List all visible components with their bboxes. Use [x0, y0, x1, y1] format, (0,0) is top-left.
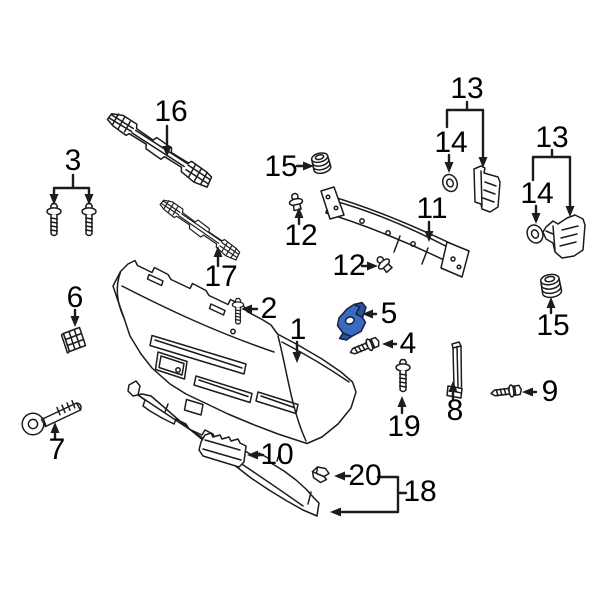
part-19-bolt: [395, 358, 411, 393]
callout-label-5: 5: [380, 297, 398, 330]
callout-label-13-right: 13: [535, 121, 569, 154]
callout-label-17: 17: [204, 260, 238, 293]
callout-label-6: 6: [66, 281, 84, 314]
callout-label-20: 20: [348, 459, 382, 492]
callout-label-11: 11: [416, 192, 448, 225]
callout-label-15-top: 15: [264, 150, 298, 183]
part-10-license-bracket: [198, 432, 247, 468]
part-9-bolt: [489, 383, 523, 401]
callout-label-15-right: 15: [536, 309, 570, 342]
part-15-grommet-right: [540, 273, 563, 299]
callout-label-14-left: 14: [434, 126, 468, 159]
callout-label-2: 2: [260, 292, 278, 325]
callout-label-7: 7: [48, 433, 66, 466]
callout-label-4: 4: [399, 327, 417, 360]
part-6-retainer-grid: [60, 326, 87, 354]
callout-arrows: [49, 100, 575, 517]
callout-label-18: 18: [403, 475, 437, 508]
callout-label-12-left: 12: [284, 219, 318, 252]
callout-label-16: 16: [154, 95, 188, 128]
part-13-bracket-right: [542, 214, 586, 259]
callout-label-10: 10: [260, 438, 294, 471]
part-14-grommet-left: [441, 173, 459, 193]
callout-label-8: 8: [446, 394, 464, 427]
part-13-bracket-left: [473, 165, 501, 213]
callout-label-19: 19: [387, 410, 421, 443]
callout-label-1: 1: [289, 313, 307, 346]
callout-label-13-left: 13: [450, 72, 484, 105]
part-7-tow-hook: [21, 399, 82, 436]
part-11-bumper-reinforcement: [320, 186, 470, 278]
part-14-grommet-right: [526, 224, 544, 244]
callout-label-12-right: 12: [332, 249, 366, 282]
part-12-clip-left: [288, 192, 304, 212]
callout-label-14-right: 14: [520, 177, 554, 210]
part-12-clip-right: [376, 256, 393, 274]
callout-label-3: 3: [64, 144, 82, 177]
part-20-clip: [311, 466, 330, 484]
part-3-bolts: [46, 202, 97, 237]
callout-label-9: 9: [541, 375, 559, 408]
part-5-side-bracket-highlighted: [336, 301, 367, 341]
part-17-energy-absorber: [154, 196, 246, 262]
part-4-bolt: [347, 334, 382, 359]
part-15-grommet-top: [310, 152, 332, 175]
part-1-bumper-cover: [112, 259, 357, 445]
